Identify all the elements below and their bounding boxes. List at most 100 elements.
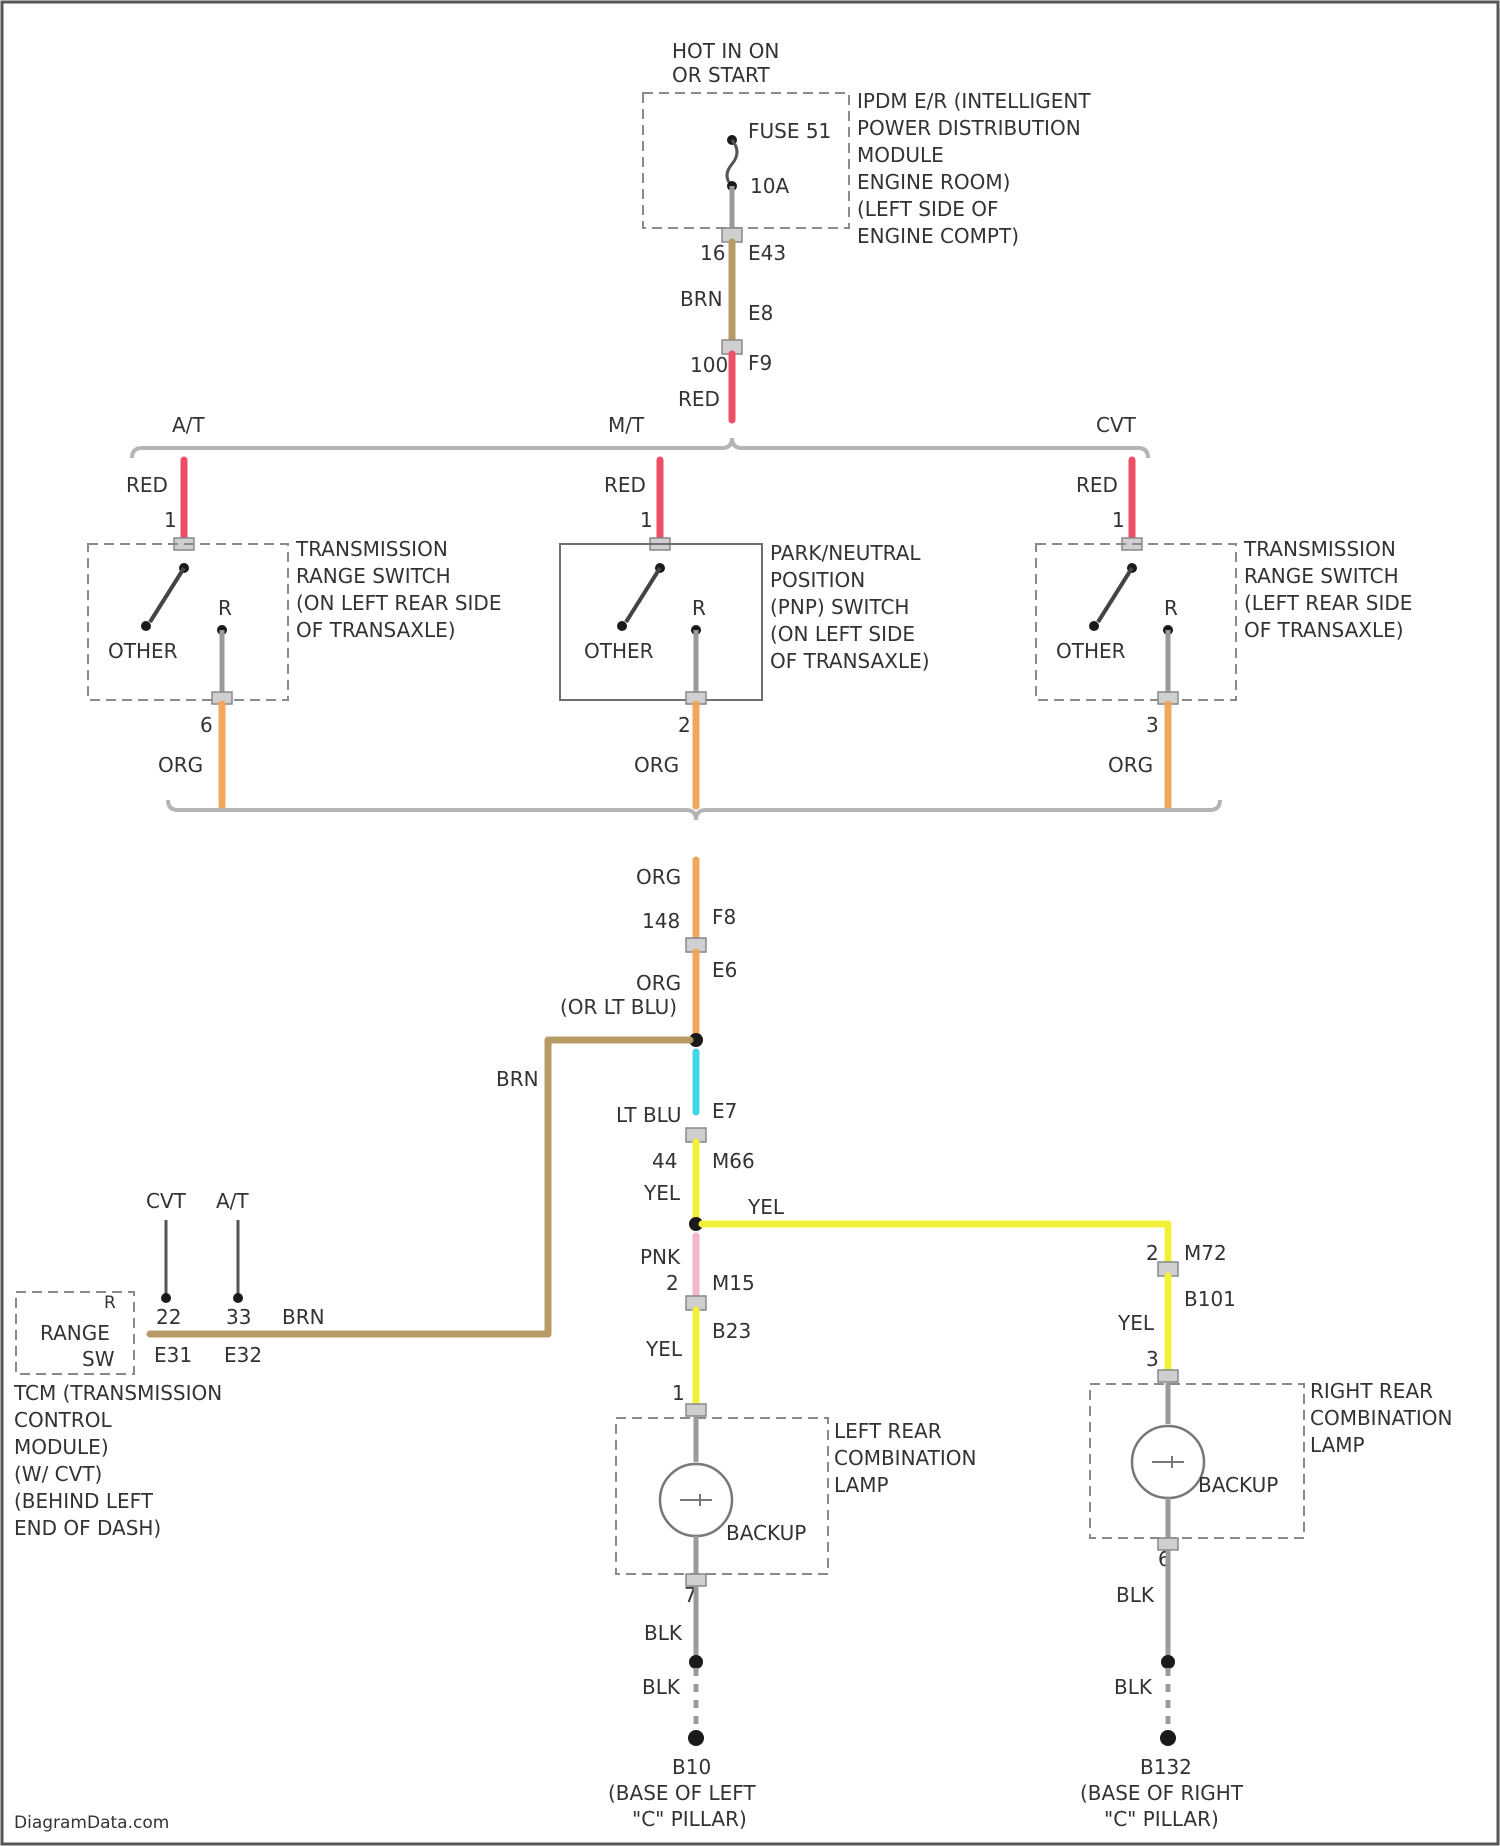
switch2-pin-in: 1 xyxy=(640,508,653,532)
switch1-other-label: OTHER xyxy=(108,639,178,663)
ipdm-label-6: ENGINE COMPT) xyxy=(857,224,1019,248)
ipdm-label-5: (LEFT SIDE OF xyxy=(857,197,999,221)
tcm-conn-b: E32 xyxy=(224,1343,262,1367)
wire-yel-right-label: YEL xyxy=(747,1195,785,1219)
left-lamp-label-1: LEFT REAR xyxy=(834,1419,942,1443)
switch2-contact-other xyxy=(617,621,627,631)
right-lamp-wire-blk2: BLK xyxy=(1114,1675,1153,1699)
switch1-contact-other xyxy=(141,621,151,631)
left-lamp-label-3: LAMP xyxy=(834,1473,889,1497)
tcm-at-arrow-dot xyxy=(233,1293,243,1303)
right-ground-desc-1: (BASE OF RIGHT xyxy=(1080,1781,1244,1805)
ipdm-label-4: ENGINE ROOM) xyxy=(857,170,1010,194)
switch3-label-3: (LEFT REAR SIDE xyxy=(1244,591,1412,615)
switch2-label-3: (PNP) SWITCH xyxy=(770,595,909,619)
left-lamp-connector-top xyxy=(686,1404,706,1416)
left-ground-dot xyxy=(688,1730,704,1746)
left-lamp-splice xyxy=(689,1655,703,1669)
switch2-label-5: OF TRANSAXLE) xyxy=(770,649,930,673)
switch2-wire-red-label: RED xyxy=(604,473,646,497)
source-label-line2: OR START xyxy=(672,63,770,87)
left-lamp-frame xyxy=(616,1418,828,1574)
ipdm-frame xyxy=(643,93,849,228)
tcm-label-2: CONTROL xyxy=(14,1408,113,1432)
switch3-label-4: OF TRANSAXLE) xyxy=(1244,618,1404,642)
wire-brn-branch-label: BRN xyxy=(496,1067,539,1091)
switch3-other-label: OTHER xyxy=(1056,639,1126,663)
switch1-wire-red-label: RED xyxy=(126,473,168,497)
left-lamp-label-2: COMBINATION xyxy=(834,1446,977,1470)
fuse-label: FUSE 51 xyxy=(748,119,831,143)
tcm-label-4: (W/ CVT) xyxy=(14,1462,102,1486)
fuse-symbol xyxy=(727,140,737,186)
switch2-label-2: POSITION xyxy=(770,568,865,592)
source-label-line1: HOT IN ON xyxy=(672,39,779,63)
ipdm-label-1: IPDM E/R (INTELLIGENT xyxy=(857,89,1091,113)
switch1-wire-org-label: ORG xyxy=(158,753,203,777)
connector-e8-label: E8 xyxy=(748,301,773,325)
wire-org-trunk-label: ORG xyxy=(636,865,681,889)
left-ground-desc-1: (BASE OF LEFT xyxy=(608,1781,756,1805)
switch2-pin-r: R xyxy=(692,596,706,620)
right-lamp-connector-top xyxy=(1158,1370,1178,1382)
right-lamp-bulb-label: BACKUP xyxy=(1198,1473,1278,1497)
switch1-label-1: TRANSMISSION xyxy=(295,537,448,561)
switch2-label-1: PARK/NEUTRAL xyxy=(770,541,921,565)
ipdm-label-2: POWER DISTRIBUTION xyxy=(857,116,1081,140)
switch1-label-3: (ON LEFT REAR SIDE xyxy=(296,591,501,615)
wire-pnk-label: PNK xyxy=(640,1245,681,1269)
wire-brn-to-tcm xyxy=(150,1040,690,1334)
right-lamp-label-1: RIGHT REAR xyxy=(1310,1379,1433,1403)
tcm-label-6: END OF DASH) xyxy=(14,1516,161,1540)
variant-cvt-label: CVT xyxy=(1096,413,1137,437)
switch1-pin-out: 6 xyxy=(200,713,213,737)
switch1-pin-in: 1 xyxy=(164,508,177,532)
connector-e7-label: E7 xyxy=(712,1099,737,1123)
variant-at-label: A/T xyxy=(172,413,205,437)
middle-trunk: ORG 148 F8 E6 ORG (OR LT BLU) LT BLU E7 … xyxy=(560,860,1168,1404)
range-box-label: RANGE xyxy=(40,1321,110,1345)
tcm-conn-a: E31 xyxy=(154,1343,192,1367)
switch3-pin-out: 3 xyxy=(1146,713,1159,737)
switch1-label-2: RANGE SWITCH xyxy=(296,564,451,588)
connector-e43-label: E43 xyxy=(748,241,786,265)
tcm-cvt-arrow-dot xyxy=(161,1293,171,1303)
wire-brn-label: BRN xyxy=(680,287,723,311)
pin-148: 148 xyxy=(642,909,680,933)
tcm-label-1: TCM (TRANSMISSION xyxy=(13,1381,222,1405)
right-pin-m72: 2 xyxy=(1146,1241,1159,1265)
wire-org2-label: ORG xyxy=(636,971,681,995)
pin-100: 100 xyxy=(690,353,728,377)
switch3-contact-other xyxy=(1089,621,1099,631)
range-box-r: R xyxy=(104,1293,116,1313)
switch1-pin-r: R xyxy=(218,596,232,620)
switch3-blade xyxy=(1098,568,1132,622)
tcm-cvt-label: CVT xyxy=(146,1189,187,1213)
connector-e6-label: E6 xyxy=(712,958,737,982)
right-conn-m72: M72 xyxy=(1184,1241,1227,1265)
right-rear-combination-lamp: 2 M72 B101 YEL 3 BACKUP RIGHT REAR COMBI… xyxy=(1080,1224,1453,1831)
ipdm-label-3: MODULE xyxy=(857,143,944,167)
switch3-wire-org-label: ORG xyxy=(1108,753,1153,777)
switch3-wire-red-label: RED xyxy=(1076,473,1118,497)
switch3-label-1: TRANSMISSION xyxy=(1243,537,1396,561)
left-ground-id: B10 xyxy=(672,1755,711,1779)
switch2-wire-org-label: ORG xyxy=(634,753,679,777)
switch3-label-2: RANGE SWITCH xyxy=(1244,564,1399,588)
connector-m66-label: M66 xyxy=(712,1149,755,1173)
wire-red-label: RED xyxy=(678,387,720,411)
park-neutral-position-switch-mt: RED 1 OTHER R 2 ORG PARK/NEUTRAL POSITIO… xyxy=(560,460,930,806)
switch2-blade xyxy=(626,568,660,622)
right-lamp-pin-top: 3 xyxy=(1146,1347,1159,1371)
right-lamp-wire-blk1: BLK xyxy=(1116,1583,1155,1607)
transmission-range-switch-cvt: RED 1 OTHER R 3 ORG TRANSMISSION RANGE S… xyxy=(1036,460,1412,806)
switch1-blade xyxy=(150,568,184,622)
left-lamp-wire-blk1: BLK xyxy=(644,1621,683,1645)
left-lamp-filament xyxy=(680,1494,712,1506)
right-lamp-label-2: COMBINATION xyxy=(1310,1406,1453,1430)
power-section: HOT IN ON OR START FUSE 51 10A IPDM E/R … xyxy=(643,39,1091,420)
pin-2: 2 xyxy=(666,1271,679,1295)
right-lamp-label-3: LAMP xyxy=(1310,1433,1365,1457)
